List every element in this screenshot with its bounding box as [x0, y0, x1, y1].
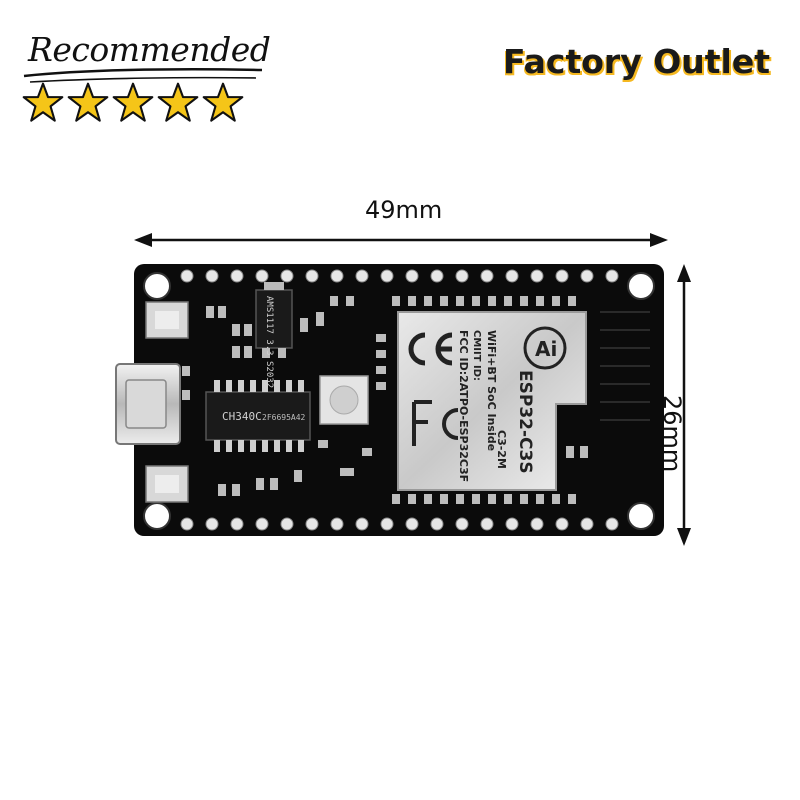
svg-text:AMS1117 3.3 S2032: AMS1117 3.3 S2032 — [264, 296, 274, 388]
star-icon — [112, 82, 154, 122]
fc-logo — [412, 400, 459, 446]
svg-text:2F6695A42: 2F6695A42 — [262, 413, 306, 422]
smd-components — [182, 296, 588, 496]
svg-text:CH340C: CH340C — [222, 410, 262, 423]
voltage-regulator: AMS1117 3.3 S2032 — [255, 282, 293, 388]
ai-thinker-logo: Ai — [523, 326, 567, 370]
star-icon — [157, 82, 199, 122]
module-pads — [392, 296, 576, 504]
star-icon — [202, 82, 244, 122]
module-cmiit-id: CMIIT ID: — [471, 330, 482, 381]
rating-stars — [22, 82, 244, 124]
svg-text:Ai: Ai — [535, 337, 557, 361]
height-arrow — [677, 264, 691, 546]
ce-logo — [408, 332, 453, 366]
module-fcc-id: FCC ID:2ATPO-ESP32C3F — [457, 330, 470, 482]
width-dimension-label: 49mm — [365, 196, 443, 224]
esp32-module-shield — [397, 311, 587, 491]
width-arrow — [134, 233, 668, 247]
recommended-text: Recommended — [28, 30, 271, 69]
module-soc-text: WiFi+BT SoC Inside — [485, 330, 498, 451]
module-variant: C3-2M — [495, 430, 508, 469]
micro-usb-port — [115, 363, 181, 445]
rgb-led — [319, 375, 369, 425]
recommended-badge: Recommended — [18, 10, 271, 125]
star-icon — [22, 82, 64, 122]
brand-title: Factory Outlet — [503, 42, 770, 81]
boot-button — [145, 301, 189, 339]
module-markings: FCC ID:2ATPO-ESP32C3F CMIIT ID: WiFi+BT … — [457, 330, 498, 482]
star-icon — [67, 82, 109, 122]
header-pins — [180, 269, 619, 531]
module-name: ESP32-C3S — [515, 370, 535, 474]
usb-serial-chip: CH340C 2F6695A42 — [205, 380, 311, 452]
badge-underline — [23, 68, 263, 83]
reset-button — [145, 465, 189, 503]
antenna-traces — [600, 311, 650, 421]
